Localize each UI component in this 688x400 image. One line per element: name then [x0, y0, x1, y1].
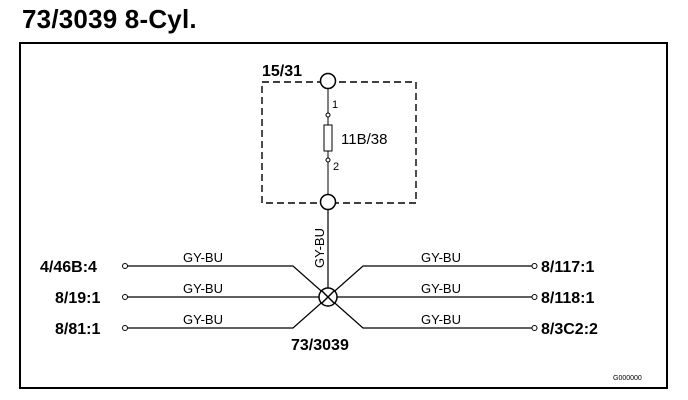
right-wire-3	[327, 296, 538, 331]
bottom-connector-circle	[319, 193, 337, 211]
splice-symbol	[318, 287, 338, 307]
diagram-frame	[19, 42, 668, 389]
right-wire-1	[327, 263, 538, 298]
page-title: 73/3039 8-Cyl.	[22, 4, 197, 34]
component-enclosure	[261, 81, 417, 204]
right-terminal-label: 8/3C2:2	[541, 321, 598, 338]
left-wire-3	[122, 296, 329, 331]
left-wire-label: GY-BU	[183, 281, 223, 296]
right-wire-label: GY-BU	[421, 250, 461, 265]
right-wire-label: GY-BU	[421, 281, 461, 296]
component-label: 11B/38	[341, 131, 387, 148]
left-terminal-label: 8/81:1	[55, 321, 100, 338]
left-wire-2	[122, 294, 319, 300]
top-connector-circle	[319, 72, 337, 90]
left-wire-1	[122, 263, 329, 298]
pin-2-terminal	[325, 157, 331, 163]
right-terminal-label: 8/117:1	[541, 259, 594, 276]
right-terminal-label: 8/118:1	[541, 290, 594, 307]
left-wire-label: GY-BU	[183, 250, 223, 265]
right-wire-label: GY-BU	[421, 312, 461, 327]
pin-1-terminal	[325, 112, 331, 118]
pin-1-label: 1	[332, 99, 338, 111]
pin-2-label: 2	[333, 161, 339, 173]
right-wire-2	[337, 294, 538, 300]
vertical-wire-label: GY-BU	[312, 228, 327, 268]
left-terminal-label: 8/19:1	[55, 290, 100, 307]
component-symbol	[323, 124, 333, 152]
top-connector-label: 15/31	[262, 63, 302, 80]
left-terminal-label: 4/46B:4	[40, 259, 97, 276]
left-wire-label: GY-BU	[183, 312, 223, 327]
figure-code: G000000	[613, 375, 642, 382]
splice-label: 73/3039	[291, 337, 349, 354]
